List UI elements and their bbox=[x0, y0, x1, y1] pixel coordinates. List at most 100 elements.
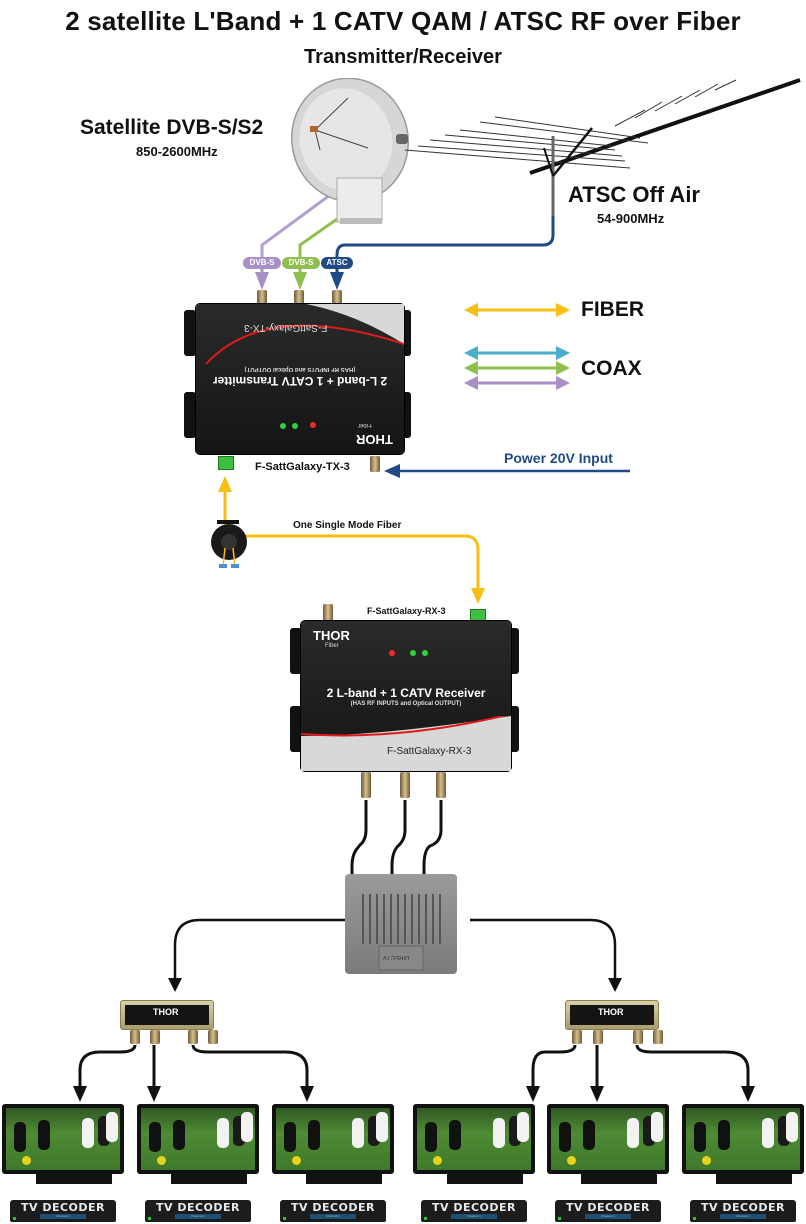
multiswitch-fins bbox=[362, 894, 441, 971]
tx-red-swoosh bbox=[205, 304, 404, 364]
decoder-power-led bbox=[558, 1217, 561, 1220]
multiswitch-device: DIRECTV bbox=[345, 874, 457, 974]
rx-led-power bbox=[389, 650, 395, 656]
soccer-ball bbox=[702, 1156, 711, 1165]
antenna-frequency: 54-900MHz bbox=[597, 211, 665, 226]
player-figure bbox=[352, 1118, 364, 1148]
tv-screen bbox=[547, 1104, 669, 1184]
splitter-right-port-1 bbox=[572, 1030, 582, 1044]
splitter-left-port-1 bbox=[130, 1030, 140, 1044]
tv-stand bbox=[716, 1174, 792, 1184]
player-figure bbox=[14, 1122, 26, 1152]
power-arrow bbox=[384, 464, 630, 478]
decoder-power-led bbox=[424, 1217, 427, 1220]
input-tag-atsc: ATSC bbox=[321, 257, 353, 269]
power-input-label: Power 20V Input bbox=[504, 450, 613, 466]
player-figure bbox=[449, 1120, 461, 1150]
tx-device-note: (HAS RF INPUTS and Optical OUTPUT) bbox=[244, 366, 356, 372]
legend-coax-arrow-green bbox=[464, 361, 570, 375]
rx-rf-output-3 bbox=[436, 772, 446, 798]
tv-screen bbox=[137, 1104, 259, 1184]
decoder-label: TV DECODER bbox=[431, 1201, 517, 1214]
rx-mount-ear-left bbox=[290, 628, 302, 674]
player-figure bbox=[217, 1118, 229, 1148]
player-figure bbox=[149, 1122, 161, 1152]
splitter-right-brand: THOR bbox=[598, 1007, 624, 1017]
satellite-dish-icon bbox=[290, 78, 410, 224]
fiber-link-label: One Single Mode Fiber bbox=[293, 520, 402, 531]
legend-fiber-arrow bbox=[464, 303, 570, 317]
tv-stand bbox=[581, 1174, 657, 1184]
rx-led-green-2 bbox=[422, 650, 428, 656]
multiswitch-brand: DIRECTV bbox=[383, 954, 410, 960]
coax-line-dvbs-2 bbox=[298, 208, 351, 262]
player-figure bbox=[786, 1112, 798, 1142]
decoder-channel: Channel 1 bbox=[451, 1214, 497, 1219]
legend-coax-arrow-blue bbox=[464, 346, 570, 360]
fiber-reel-icon bbox=[211, 520, 247, 568]
tv-stand bbox=[171, 1174, 247, 1184]
rx-rf-output-1 bbox=[361, 772, 371, 798]
tx-rf-input-3 bbox=[332, 290, 342, 308]
player-figure bbox=[38, 1120, 50, 1150]
soccer-ball bbox=[567, 1156, 576, 1165]
arrow-dvbs-2 bbox=[293, 272, 307, 290]
tv-screen bbox=[2, 1104, 124, 1184]
tx-power-port bbox=[370, 456, 380, 472]
splitter-left-port-4 bbox=[208, 1030, 218, 1044]
rx-led-green-1 bbox=[410, 650, 416, 656]
rx-rf-output-2 bbox=[400, 772, 410, 798]
player-figure bbox=[583, 1120, 595, 1150]
soccer-ball bbox=[292, 1156, 301, 1165]
tx-model-printed: F-SattGalaxy-TX-3 bbox=[244, 322, 328, 333]
tx-led-green-1 bbox=[280, 423, 286, 429]
satellite-frequency: 850-2600MHz bbox=[136, 144, 218, 159]
decoder-channel: Channel 1 bbox=[175, 1214, 221, 1219]
decoder-label: TV DECODER bbox=[155, 1201, 241, 1214]
tv-screen bbox=[413, 1104, 535, 1184]
decoder-channel: Channel 1 bbox=[310, 1214, 356, 1219]
tx-rf-input-1 bbox=[257, 290, 267, 308]
rx-device-title: 2 L-band + 1 CATV Receiver bbox=[326, 686, 486, 700]
receiver-device: THOR Fiber 2 L-band + 1 CATV Receiver (H… bbox=[301, 621, 511, 771]
transmitter-device: F-SattGalaxy-TX-3 2 L-band + 1 CATV Tran… bbox=[196, 304, 404, 454]
arrow-dvbs-1 bbox=[255, 272, 269, 290]
input-tag-dvbs-1: DVB-S bbox=[243, 257, 281, 269]
splitter-right-port-2 bbox=[593, 1030, 603, 1044]
rx-model-printed: F-SattGalaxy-RX-3 bbox=[387, 746, 472, 757]
fiber-line bbox=[218, 476, 485, 604]
soccer-ball bbox=[22, 1156, 31, 1165]
diagram-subtitle: Transmitter/Receiver bbox=[304, 46, 502, 68]
tv-stand bbox=[36, 1174, 112, 1184]
soccer-ball bbox=[157, 1156, 166, 1165]
tx-mount-ear-left bbox=[184, 310, 196, 356]
tv-screen bbox=[682, 1104, 804, 1184]
rx-device-note: (HAS RF INPUTS and Optical OUTPUT) bbox=[350, 701, 462, 707]
tx-rf-input-2 bbox=[294, 290, 304, 308]
tv-picture bbox=[276, 1108, 390, 1170]
antenna-icon bbox=[404, 78, 801, 230]
splitter-left-port-2 bbox=[150, 1030, 160, 1044]
legend-coax-arrow-purple bbox=[464, 376, 570, 390]
rx-model-label: F-SattGalaxy-RX-3 bbox=[367, 606, 446, 616]
tx-model-label: F-SattGalaxy-TX-3 bbox=[255, 461, 350, 473]
diagram-title: 2 satellite L'Band + 1 CATV QAM / ATSC R… bbox=[65, 6, 741, 36]
tv-stand bbox=[306, 1174, 382, 1184]
decoder-channel: Channel 1 bbox=[585, 1214, 631, 1219]
splitter-left: THOR bbox=[120, 1000, 214, 1030]
splitter-right: THOR bbox=[565, 1000, 659, 1030]
input-tag-dvbs-2: DVB-S bbox=[282, 257, 320, 269]
decoder-channel: Channel 1 bbox=[40, 1214, 86, 1219]
legend-fiber-label: FIBER bbox=[581, 298, 644, 321]
decoder-power-led bbox=[693, 1217, 696, 1220]
tx-mount-ear-left-2 bbox=[184, 392, 196, 438]
player-figure bbox=[517, 1112, 529, 1142]
player-figure bbox=[173, 1120, 185, 1150]
tv-picture bbox=[686, 1108, 800, 1170]
player-figure bbox=[559, 1122, 571, 1152]
tv-picture bbox=[417, 1108, 531, 1170]
